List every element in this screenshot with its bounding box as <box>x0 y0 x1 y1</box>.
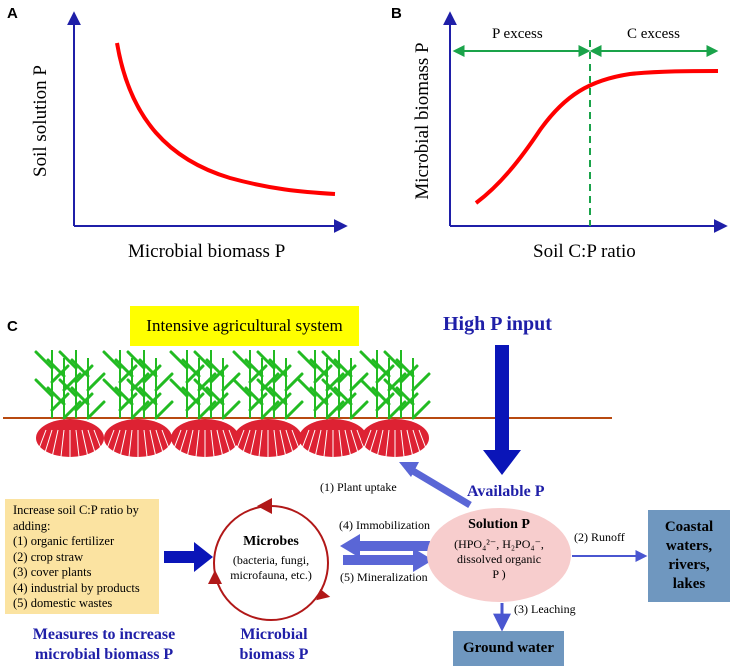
immobilization-label: (4) Immobilization <box>339 518 430 532</box>
c-excess-label: C excess <box>627 26 680 42</box>
mineralization-arrow <box>343 548 433 572</box>
microbial-caption-line1: Microbial <box>240 626 308 643</box>
microbes-line2: microfauna, etc.) <box>230 568 312 582</box>
solution-p-line2: dissolved organic <box>456 552 542 566</box>
panel-a-curve <box>115 42 336 196</box>
coastal-line1: Coastal <box>664 519 714 535</box>
root-cluster <box>358 419 432 463</box>
high-p-input-label: High P input <box>443 313 552 335</box>
plant-uptake-arrow <box>406 464 472 509</box>
solution-p-line3: P ) <box>492 567 506 581</box>
plant-roots <box>33 419 432 463</box>
panel-a-axes <box>67 11 348 233</box>
coastal-line3: rivers, <box>668 557 710 573</box>
cycle-arrowhead-top <box>257 498 272 514</box>
measures-caption: Measures to increase microbial biomass P <box>4 625 204 665</box>
mineralization-label: (5) Mineralization <box>340 570 428 584</box>
panel-c-letter: C <box>7 318 18 335</box>
measures-intro-2: adding: <box>13 518 51 533</box>
root-cluster <box>33 419 107 463</box>
intensive-system-label: Intensive agricultural system <box>130 306 359 346</box>
solution-p-ellipse <box>427 508 571 602</box>
crop-plant <box>232 350 304 420</box>
immobilization-arrow <box>340 534 430 558</box>
measures-item: (1) organic fertilizer <box>13 534 115 548</box>
coastal-line2: waters, <box>665 538 713 554</box>
crop-plant <box>34 350 106 420</box>
measures-item: (2) crop straw <box>13 549 84 564</box>
measures-item: (5) domestic wastes <box>13 596 113 610</box>
microbial-caption: Microbial biomass P <box>219 625 329 665</box>
plant-uptake-label: (1) Plant uptake <box>320 480 397 494</box>
coastal-line4: lakes <box>672 576 706 592</box>
measures-box: Increase soil C:P ratio by adding: (1) o… <box>5 499 159 614</box>
solution-p-title: Solution P <box>468 517 530 532</box>
root-cluster <box>101 419 175 463</box>
measures-to-microbes-arrow <box>164 542 213 572</box>
crop-plant <box>169 350 241 420</box>
panel-b-curve <box>474 69 719 205</box>
measures-caption-line1: Measures to increase <box>32 626 176 643</box>
measures-caption-line2: microbial biomass P <box>34 646 174 663</box>
crop-plant <box>102 350 174 420</box>
measures-item: (4) industrial by products <box>13 580 140 595</box>
solution-p-line1: (HPO₄²⁻, H₂PO₄⁻, <box>454 537 544 551</box>
cycle-arrowhead-right <box>316 588 331 601</box>
ground-water-box: Ground water <box>453 631 564 666</box>
root-cluster <box>168 419 242 463</box>
panel-b-axes <box>443 11 728 233</box>
panel-b-y-label: Microbial biomass P <box>412 42 433 200</box>
runoff-label: (2) Runoff <box>574 530 625 544</box>
crop-plant <box>359 350 431 420</box>
panel-b-letter: B <box>391 5 402 22</box>
plant-uptake-arrowhead <box>399 462 419 477</box>
high-p-input-arrow <box>483 345 521 475</box>
available-p-label: Available P <box>467 483 545 500</box>
root-cluster <box>231 419 305 463</box>
leaching-label: (3) Leaching <box>514 602 576 616</box>
panel-a-y-label: Soil solution P <box>30 65 51 177</box>
coastal-waters-box: Coastal waters, rivers, lakes <box>648 510 730 602</box>
panel-a-x-label: Microbial biomass P <box>128 241 286 262</box>
microbes-title: Microbes <box>243 534 299 549</box>
cycle-arrowhead-left <box>208 570 222 584</box>
measures-item: (3) cover plants <box>13 565 92 579</box>
p-excess-label: P excess <box>492 26 543 42</box>
crop-plant <box>297 350 369 420</box>
panel-b-x-label: Soil C:P ratio <box>533 241 636 262</box>
microbial-caption-line2: biomass P <box>239 646 309 663</box>
microbes-line1: (bacteria, fungi, <box>232 553 310 567</box>
root-cluster <box>296 419 370 463</box>
panel-a-letter: A <box>7 5 18 22</box>
measures-intro-1: Increase soil C:P ratio by <box>13 503 139 517</box>
crop-plants <box>34 350 431 420</box>
